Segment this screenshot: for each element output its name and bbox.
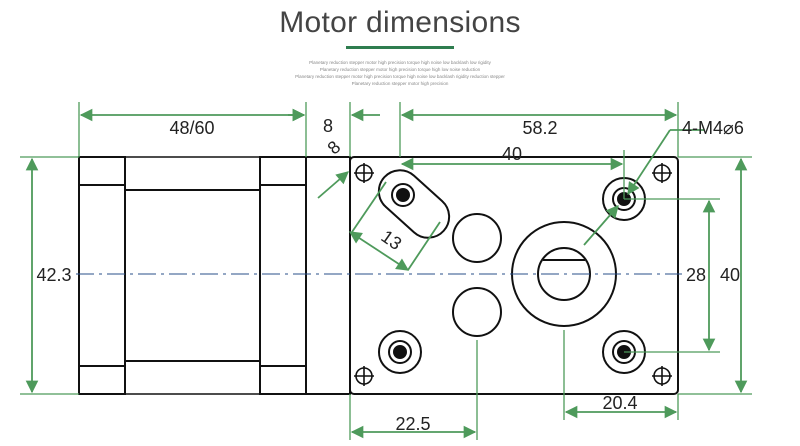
dim-gearbox-height: 40 xyxy=(720,265,740,285)
leader-mounting-holes xyxy=(627,129,671,196)
dim-motor-length: 48/60 xyxy=(169,118,214,138)
flange xyxy=(305,156,351,395)
small-caption-4: Planetary reduction stepper motor high p… xyxy=(351,81,449,86)
dim-slot-offset: 22.5 xyxy=(395,414,430,434)
dim-mounting-holes: 4-M4⌀6 xyxy=(682,118,744,138)
small-caption-1: Planetary reduction stepper motor high p… xyxy=(309,60,491,65)
gear-hole-lower xyxy=(452,287,502,337)
gearbox-outline xyxy=(349,156,679,395)
small-caption-3: Planetary reduction stepper motor high p… xyxy=(295,74,505,79)
dim-hole-spacing-horizontal: 40 xyxy=(502,144,522,164)
mounting-hole-bottom-left xyxy=(378,330,422,374)
dim-motor-square: 42.3 xyxy=(36,265,71,285)
gear-hole-upper xyxy=(452,213,502,263)
dim-shaft-offset: 20.4 xyxy=(602,393,637,413)
title-underline xyxy=(346,46,454,49)
slot-hole xyxy=(377,169,451,239)
dim-gearbox-length: 58.2 xyxy=(522,118,557,138)
small-caption-2: Planetary reduction stepper motor high p… xyxy=(319,67,481,72)
dim-slot-length: 13 xyxy=(378,226,406,254)
dim-line-slot-length xyxy=(348,231,410,271)
dimension-lines xyxy=(25,108,748,439)
end-cap-right xyxy=(259,156,307,395)
dim-flange-thickness: 8 xyxy=(323,116,333,136)
dim-flange-chamfer: 8 xyxy=(324,137,345,159)
end-cap-left xyxy=(78,156,126,395)
extension-lines xyxy=(20,102,752,440)
dim-line-chamfer xyxy=(317,171,349,199)
dim-hole-spacing-vertical: 28 xyxy=(686,265,706,285)
page-title: Motor dimensions xyxy=(279,6,521,39)
motor-body xyxy=(78,156,351,395)
